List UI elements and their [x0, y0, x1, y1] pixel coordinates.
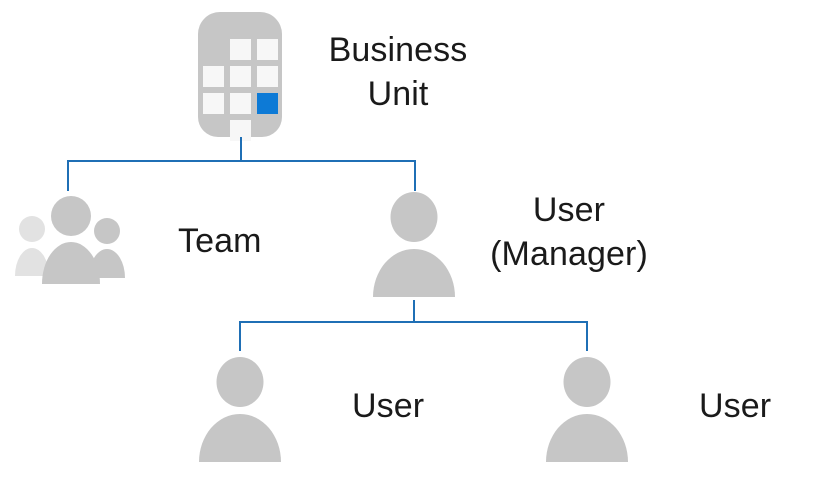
- building-window: [230, 93, 251, 114]
- user-right-person-icon: [543, 357, 631, 462]
- user-left-label: User: [352, 387, 425, 425]
- team-person-head: [94, 218, 120, 244]
- person-head: [563, 357, 611, 407]
- team-label: Team: [178, 222, 262, 260]
- person-body: [373, 249, 455, 297]
- building-window: [203, 66, 224, 87]
- connector-to-team: [67, 160, 69, 191]
- person-head: [216, 357, 264, 407]
- business-unit-label: Business Unit: [328, 31, 468, 114]
- team-person-head: [51, 196, 91, 236]
- connector-to-manager: [414, 160, 416, 191]
- person-body: [199, 414, 281, 462]
- building-window: [257, 39, 278, 60]
- connector-manager-stem: [413, 300, 415, 322]
- manager-person-icon: [370, 192, 458, 297]
- team-group-icon: [14, 196, 130, 286]
- team-person-head: [19, 216, 45, 242]
- team-person-right: [88, 218, 126, 280]
- building-window: [230, 66, 251, 87]
- person-body: [546, 414, 628, 462]
- connector-to-user-left: [239, 321, 241, 351]
- person-head: [390, 192, 438, 242]
- user-right-label: User: [699, 387, 772, 425]
- building-window: [230, 120, 251, 141]
- user-left-person-icon: [196, 357, 284, 462]
- building-window: [230, 39, 251, 60]
- connector-to-user-right: [586, 321, 588, 351]
- connector-bu-bar: [67, 160, 416, 162]
- team-person-center: [40, 196, 102, 284]
- manager-label: User (Manager): [490, 191, 648, 274]
- building-window: [203, 93, 224, 114]
- team-person-left: [14, 216, 50, 280]
- team-person-body: [42, 242, 100, 284]
- connector-manager-bar: [239, 321, 588, 323]
- building-window: [257, 66, 278, 87]
- building-icon: [198, 12, 282, 141]
- building-window-highlighted: [257, 93, 278, 114]
- connector-bu-stem: [240, 137, 242, 161]
